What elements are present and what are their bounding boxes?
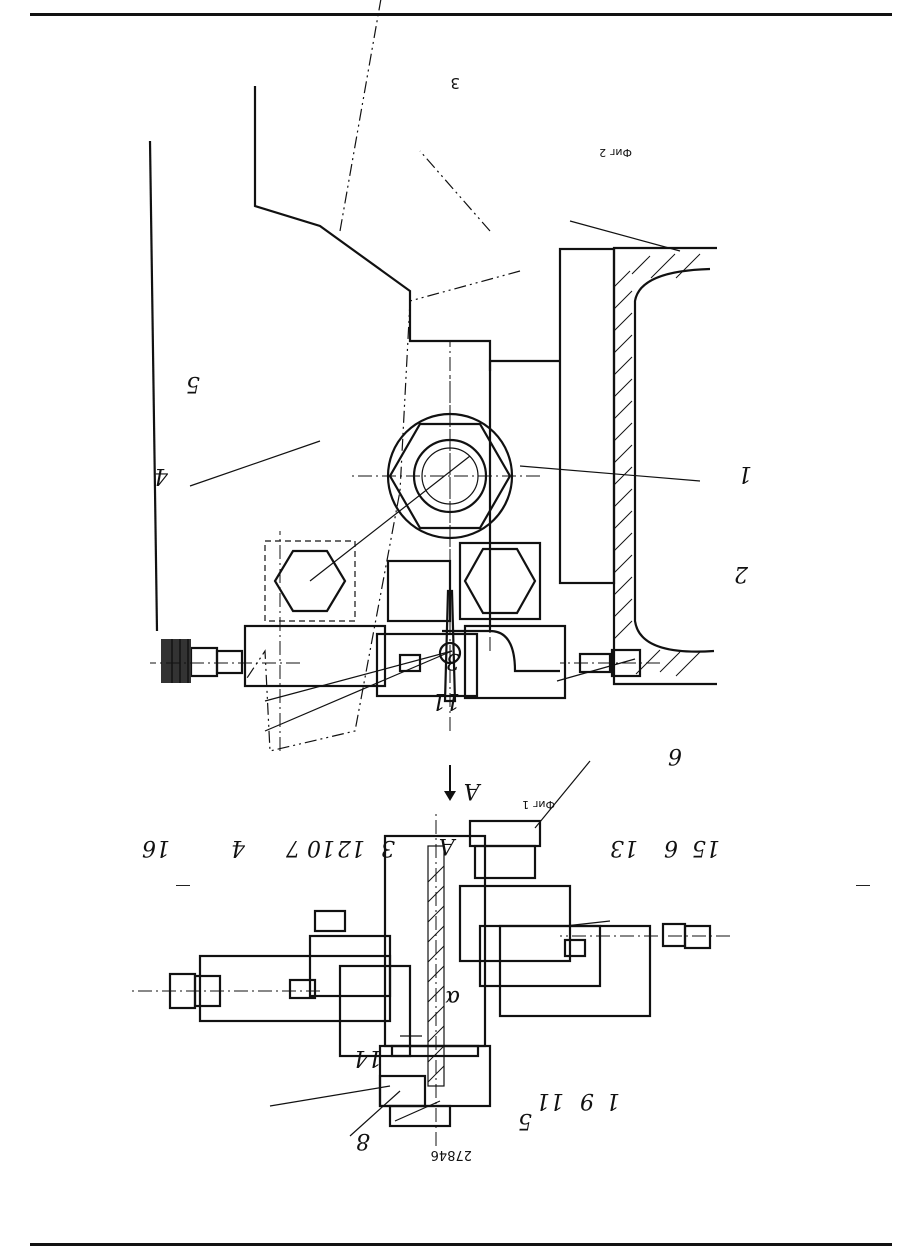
insert-part-12 — [315, 911, 345, 931]
fig1-callout: 16 — [142, 836, 170, 858]
fig1-callout: 14 — [354, 1046, 382, 1068]
housing-part-2 — [614, 248, 717, 684]
hex-bolt-left — [460, 543, 540, 619]
screw-part-16 — [130, 974, 320, 1008]
section-mark: А — [438, 834, 455, 856]
nut-part-5 — [390, 1106, 450, 1126]
section-mark: А — [463, 779, 480, 801]
fig1-callout: 13 — [610, 836, 638, 858]
fig2-callout: 6 — [668, 744, 682, 766]
jaw-part-10 — [340, 966, 410, 1056]
pivot-nut-part-5 — [350, 376, 540, 571]
fig1-callout: 12 — [337, 836, 365, 858]
fig1-callout: 11 — [536, 1089, 564, 1111]
fig1-callout: 15 — [692, 836, 720, 858]
margin-mark — [176, 885, 190, 886]
fig1-callout: 3 — [381, 836, 395, 858]
section-arrow-icon — [440, 761, 460, 801]
fig2-callout: 4 — [154, 464, 168, 486]
phantom-position-outline — [245, 271, 520, 751]
fig1-callout: 10 — [307, 836, 335, 858]
bracket-part-1 — [560, 249, 614, 583]
screw-part-13 — [470, 821, 540, 846]
block-part-9 — [460, 886, 570, 961]
fig2-callout: 11 — [432, 689, 460, 711]
lever-part-4 — [490, 361, 560, 671]
screw-part-15 — [560, 924, 730, 956]
fig2-callout: 5 — [186, 372, 200, 394]
fig1-callout: 5 — [518, 1109, 532, 1131]
lever-part-4-upper — [255, 86, 490, 371]
fig2-callout: 1 — [738, 462, 752, 484]
screw-part-14 — [380, 1076, 425, 1106]
angle-label: α — [445, 986, 460, 1008]
fig1-callout: 8 — [356, 1129, 370, 1151]
fig1-callout: 4 — [231, 836, 245, 858]
fig1-callout: 9 — [580, 1089, 594, 1111]
figure-2-drawing — [120, 151, 720, 771]
fig1-callout: 1 — [606, 1089, 620, 1111]
lever-part-4-edge — [150, 141, 157, 631]
fig1-callout: 7 — [286, 836, 300, 858]
fig2-callout: 2 — [734, 562, 748, 584]
clamp-block — [388, 561, 450, 621]
fig1-callout: 6 — [664, 836, 678, 858]
figure-1-drawing — [120, 806, 740, 1146]
knurled-screw — [150, 639, 300, 683]
fig2-callout: 3 — [446, 649, 460, 671]
document-number: 27846 — [431, 1147, 472, 1162]
margin-mark — [856, 885, 870, 886]
block-part-9 — [377, 634, 477, 696]
page-number: 3 — [450, 74, 460, 92]
